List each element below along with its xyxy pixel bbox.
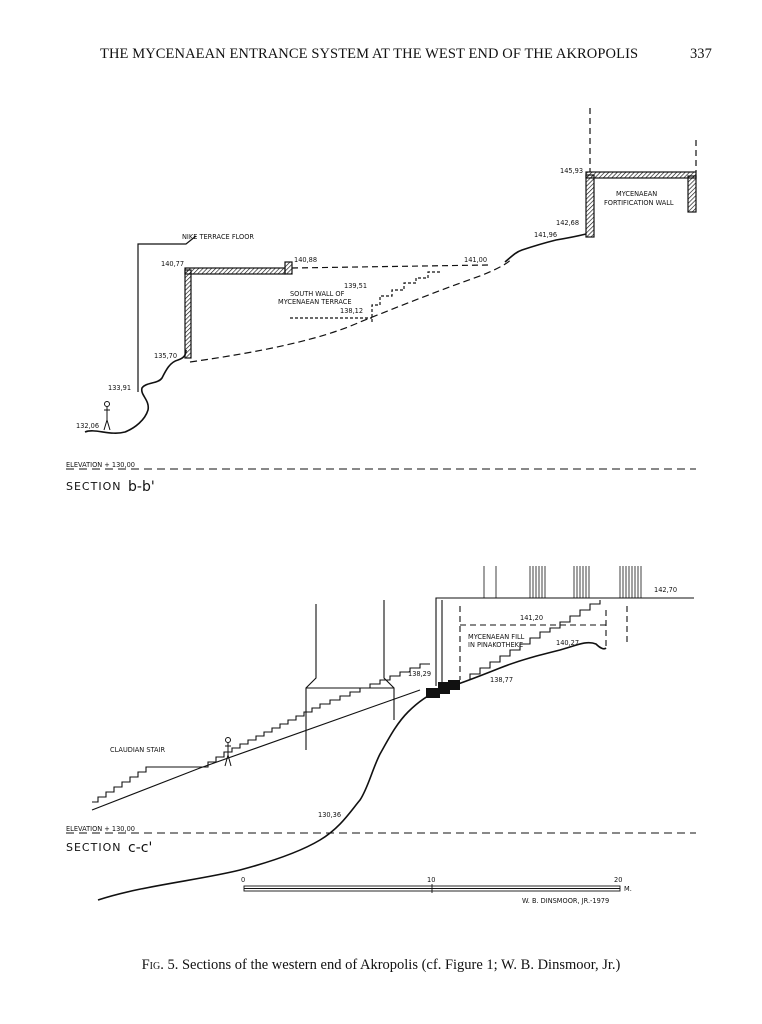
elev-138-77: 138,77 (490, 676, 513, 684)
rock-profile-c (97, 641, 607, 901)
elev-140-77: 140,77 (161, 260, 184, 268)
rock-profile-b (84, 349, 187, 434)
elev-142-70: 142,70 (654, 586, 677, 594)
label-fill-2: IN PINAKOTHEKE (468, 641, 523, 649)
scale-tick-0: 0 (241, 876, 245, 884)
elev-145-93: 145,93 (560, 167, 583, 175)
caption-text: Sections of the western end of Akropolis… (178, 957, 621, 973)
elev-130-36: 130,36 (318, 811, 341, 819)
elevation-label-c: ELEVATION + 130,00 (66, 825, 135, 833)
elev-133-91: 133,91 (108, 384, 131, 392)
south-wall-steps (371, 271, 440, 322)
drawing-credit: W. B. DINSMOOR, JR.-1979 (522, 897, 609, 905)
section-c-prefix: SECTION (66, 841, 121, 854)
label-claudian-stair: CLAUDIAN STAIR (110, 746, 165, 754)
section-b-prefix: SECTION (66, 480, 121, 493)
elev-140-27: 140,27 (556, 639, 579, 647)
columns (483, 566, 642, 598)
scale-tick-10: 10 (427, 876, 435, 884)
nike-wall (184, 269, 192, 359)
elev-135-70: 135,70 (154, 352, 177, 360)
elev-138-29: 138,29 (408, 670, 431, 678)
rock-profile-b-right (504, 233, 587, 263)
elev-138-12: 138,12 (340, 307, 363, 315)
claudian-stair (92, 663, 430, 803)
upper-stair (469, 600, 601, 680)
mycenaean-blocks (426, 680, 460, 698)
human-figure-c (224, 737, 232, 767)
section-c-id: c-c' (128, 840, 152, 856)
scale-unit: M. (624, 885, 632, 893)
figure-caption: Fig. 5. Sections of the western end of A… (0, 957, 762, 974)
elev-140-88: 140,88 (294, 256, 317, 264)
pinakotheke-platform (435, 597, 694, 686)
elev-141-96: 141,96 (534, 231, 557, 239)
figure-label: Fig. 5. (141, 957, 179, 973)
elev-142-68: 142,68 (556, 219, 579, 227)
claudian-stair-lower (91, 689, 421, 811)
human-figure-b (103, 401, 111, 431)
scale-bar (243, 884, 621, 893)
fortification-wall-top (585, 171, 697, 179)
scale-tick-20: 20 (614, 876, 622, 884)
elev-132-06: 132,06 (76, 422, 99, 430)
elevation-label-b: ELEVATION + 130,00 (66, 461, 135, 469)
label-fortification-2: FORTIFICATION WALL (604, 199, 674, 207)
label-south-wall-1: SOUTH WALL OF (290, 290, 345, 298)
fortification-wall-right (687, 175, 697, 213)
page-number: 337 (689, 46, 712, 62)
label-south-wall-2: MYCENAEAN TERRACE (278, 298, 352, 306)
label-fill-1: MYCENAEAN FILL (468, 633, 525, 641)
elev-141-20: 141,20 (520, 614, 543, 622)
nike-terrace-leader (137, 235, 197, 392)
terrace-dashed-slope (189, 257, 513, 363)
propylaia-pillar (305, 600, 395, 750)
running-head-title: THE MYCENAEAN ENTRANCE SYSTEM AT THE WES… (100, 46, 639, 62)
section-c-drawing (66, 566, 696, 901)
section-b-drawing (66, 108, 697, 470)
nike-terrace-end (284, 261, 293, 275)
section-b-id: b-b' (128, 479, 155, 495)
terrace-dashed-top (291, 264, 489, 269)
elev-141-00: 141,00 (464, 256, 487, 264)
fortification-wall (585, 174, 595, 238)
nike-terrace-floor (184, 267, 286, 275)
elev-139-51: 139,51 (344, 282, 367, 290)
label-nike-terrace-floor: NIKE TERRACE FLOOR (182, 233, 254, 241)
label-fortification-1: MYCENAEAN (616, 190, 657, 198)
